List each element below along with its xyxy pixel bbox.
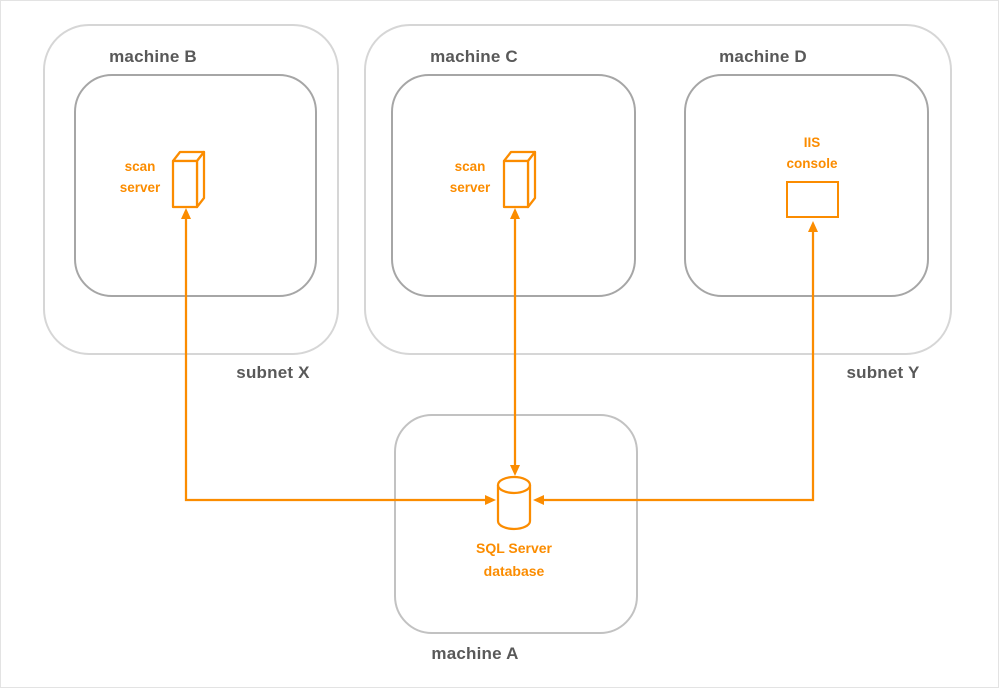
server-3d-box-icon bbox=[502, 150, 537, 209]
server-3d-box-icon bbox=[171, 150, 206, 209]
machine-a-label: machine A bbox=[431, 644, 519, 663]
scan-server-b-label: scan server bbox=[119, 159, 161, 195]
sql-server-database-label: SQL Server database bbox=[475, 540, 552, 579]
iis-console-icon bbox=[786, 181, 839, 218]
subnet-x-label: subnet X bbox=[236, 363, 310, 382]
database-cylinder-icon bbox=[496, 475, 532, 531]
machine-c-label: machine C bbox=[430, 47, 518, 66]
iis-console-label: IIS console bbox=[786, 135, 838, 171]
machine-d-label: machine D bbox=[719, 47, 807, 66]
machine-b-label: machine B bbox=[109, 47, 197, 66]
scan-server-c-label: scan server bbox=[449, 159, 491, 195]
machine-c-box bbox=[391, 74, 636, 297]
subnet-y-label: subnet Y bbox=[846, 363, 920, 382]
